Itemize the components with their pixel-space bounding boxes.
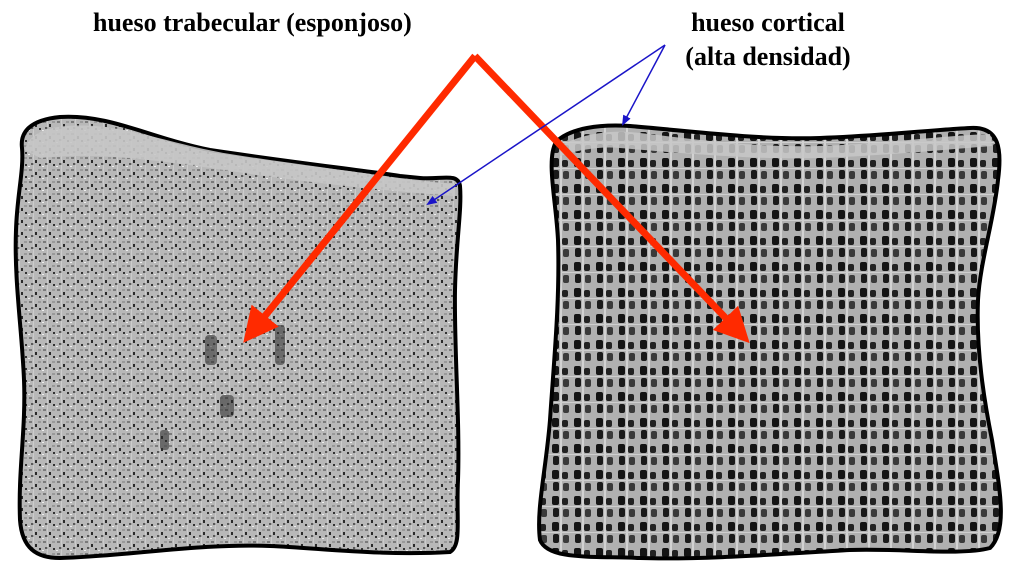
- bone-specimen-normal: [16, 117, 461, 558]
- cortical-label: hueso cortical (alta densidad): [648, 6, 888, 74]
- cortical-label-line1: hueso cortical: [648, 6, 888, 40]
- cortical-label-line2: (alta densidad): [648, 40, 888, 74]
- trabecular-label: hueso trabecular (esponjoso): [93, 6, 412, 40]
